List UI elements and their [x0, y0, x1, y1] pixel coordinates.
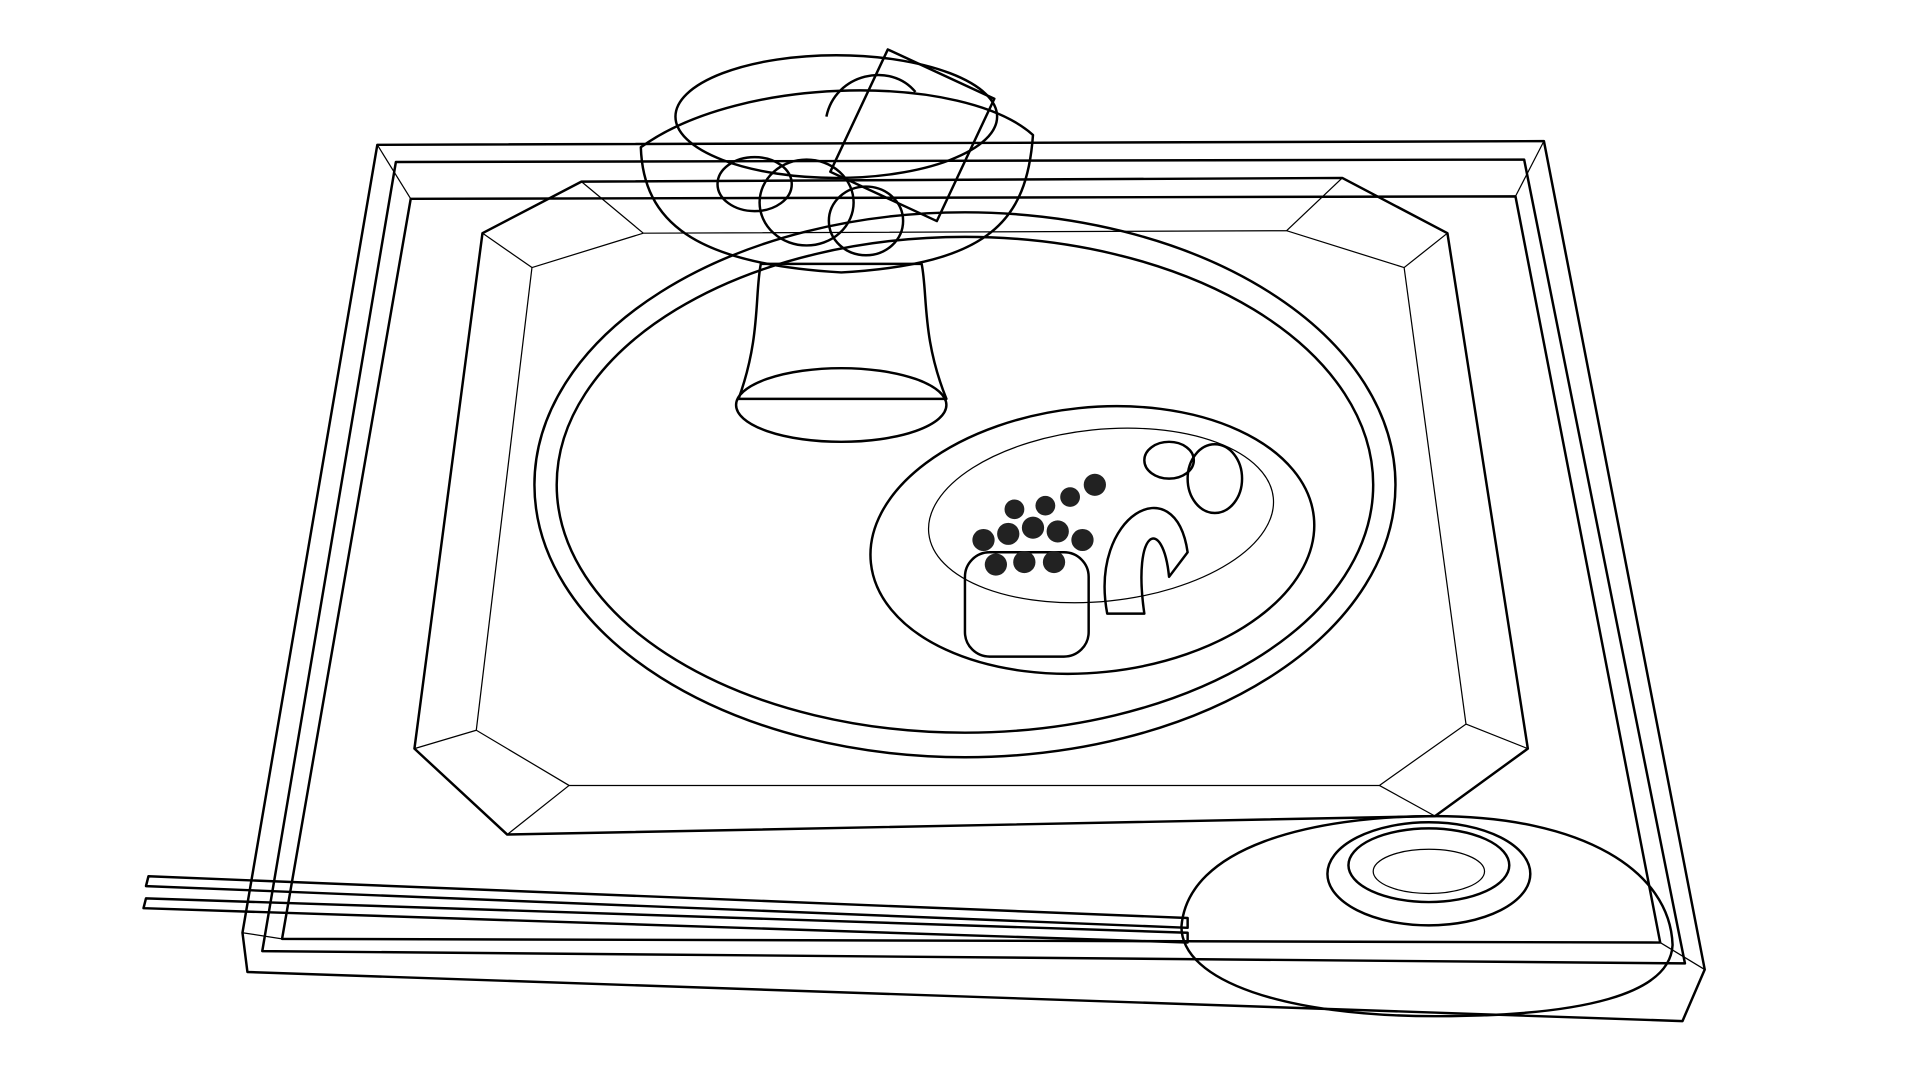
chopstick	[142, 897, 1189, 944]
tofu-block	[829, 48, 996, 223]
tray	[241, 139, 1706, 1023]
garnish-round	[1186, 443, 1244, 515]
chopstick	[144, 875, 1189, 930]
octagonal-plate	[413, 176, 1530, 836]
garnish-curl	[1103, 506, 1189, 615]
chopsticks	[142, 875, 1189, 944]
lid	[1180, 814, 1674, 1018]
pedestal-cup	[639, 48, 1035, 444]
roe-pearls	[972, 473, 1106, 576]
round-dish	[533, 211, 1397, 759]
food-piece	[827, 185, 905, 257]
oval-bowl	[869, 404, 1316, 676]
lid-knob	[1326, 821, 1532, 927]
food-piece	[716, 155, 793, 213]
food-piece	[758, 158, 855, 247]
garnish-round	[1143, 440, 1196, 480]
